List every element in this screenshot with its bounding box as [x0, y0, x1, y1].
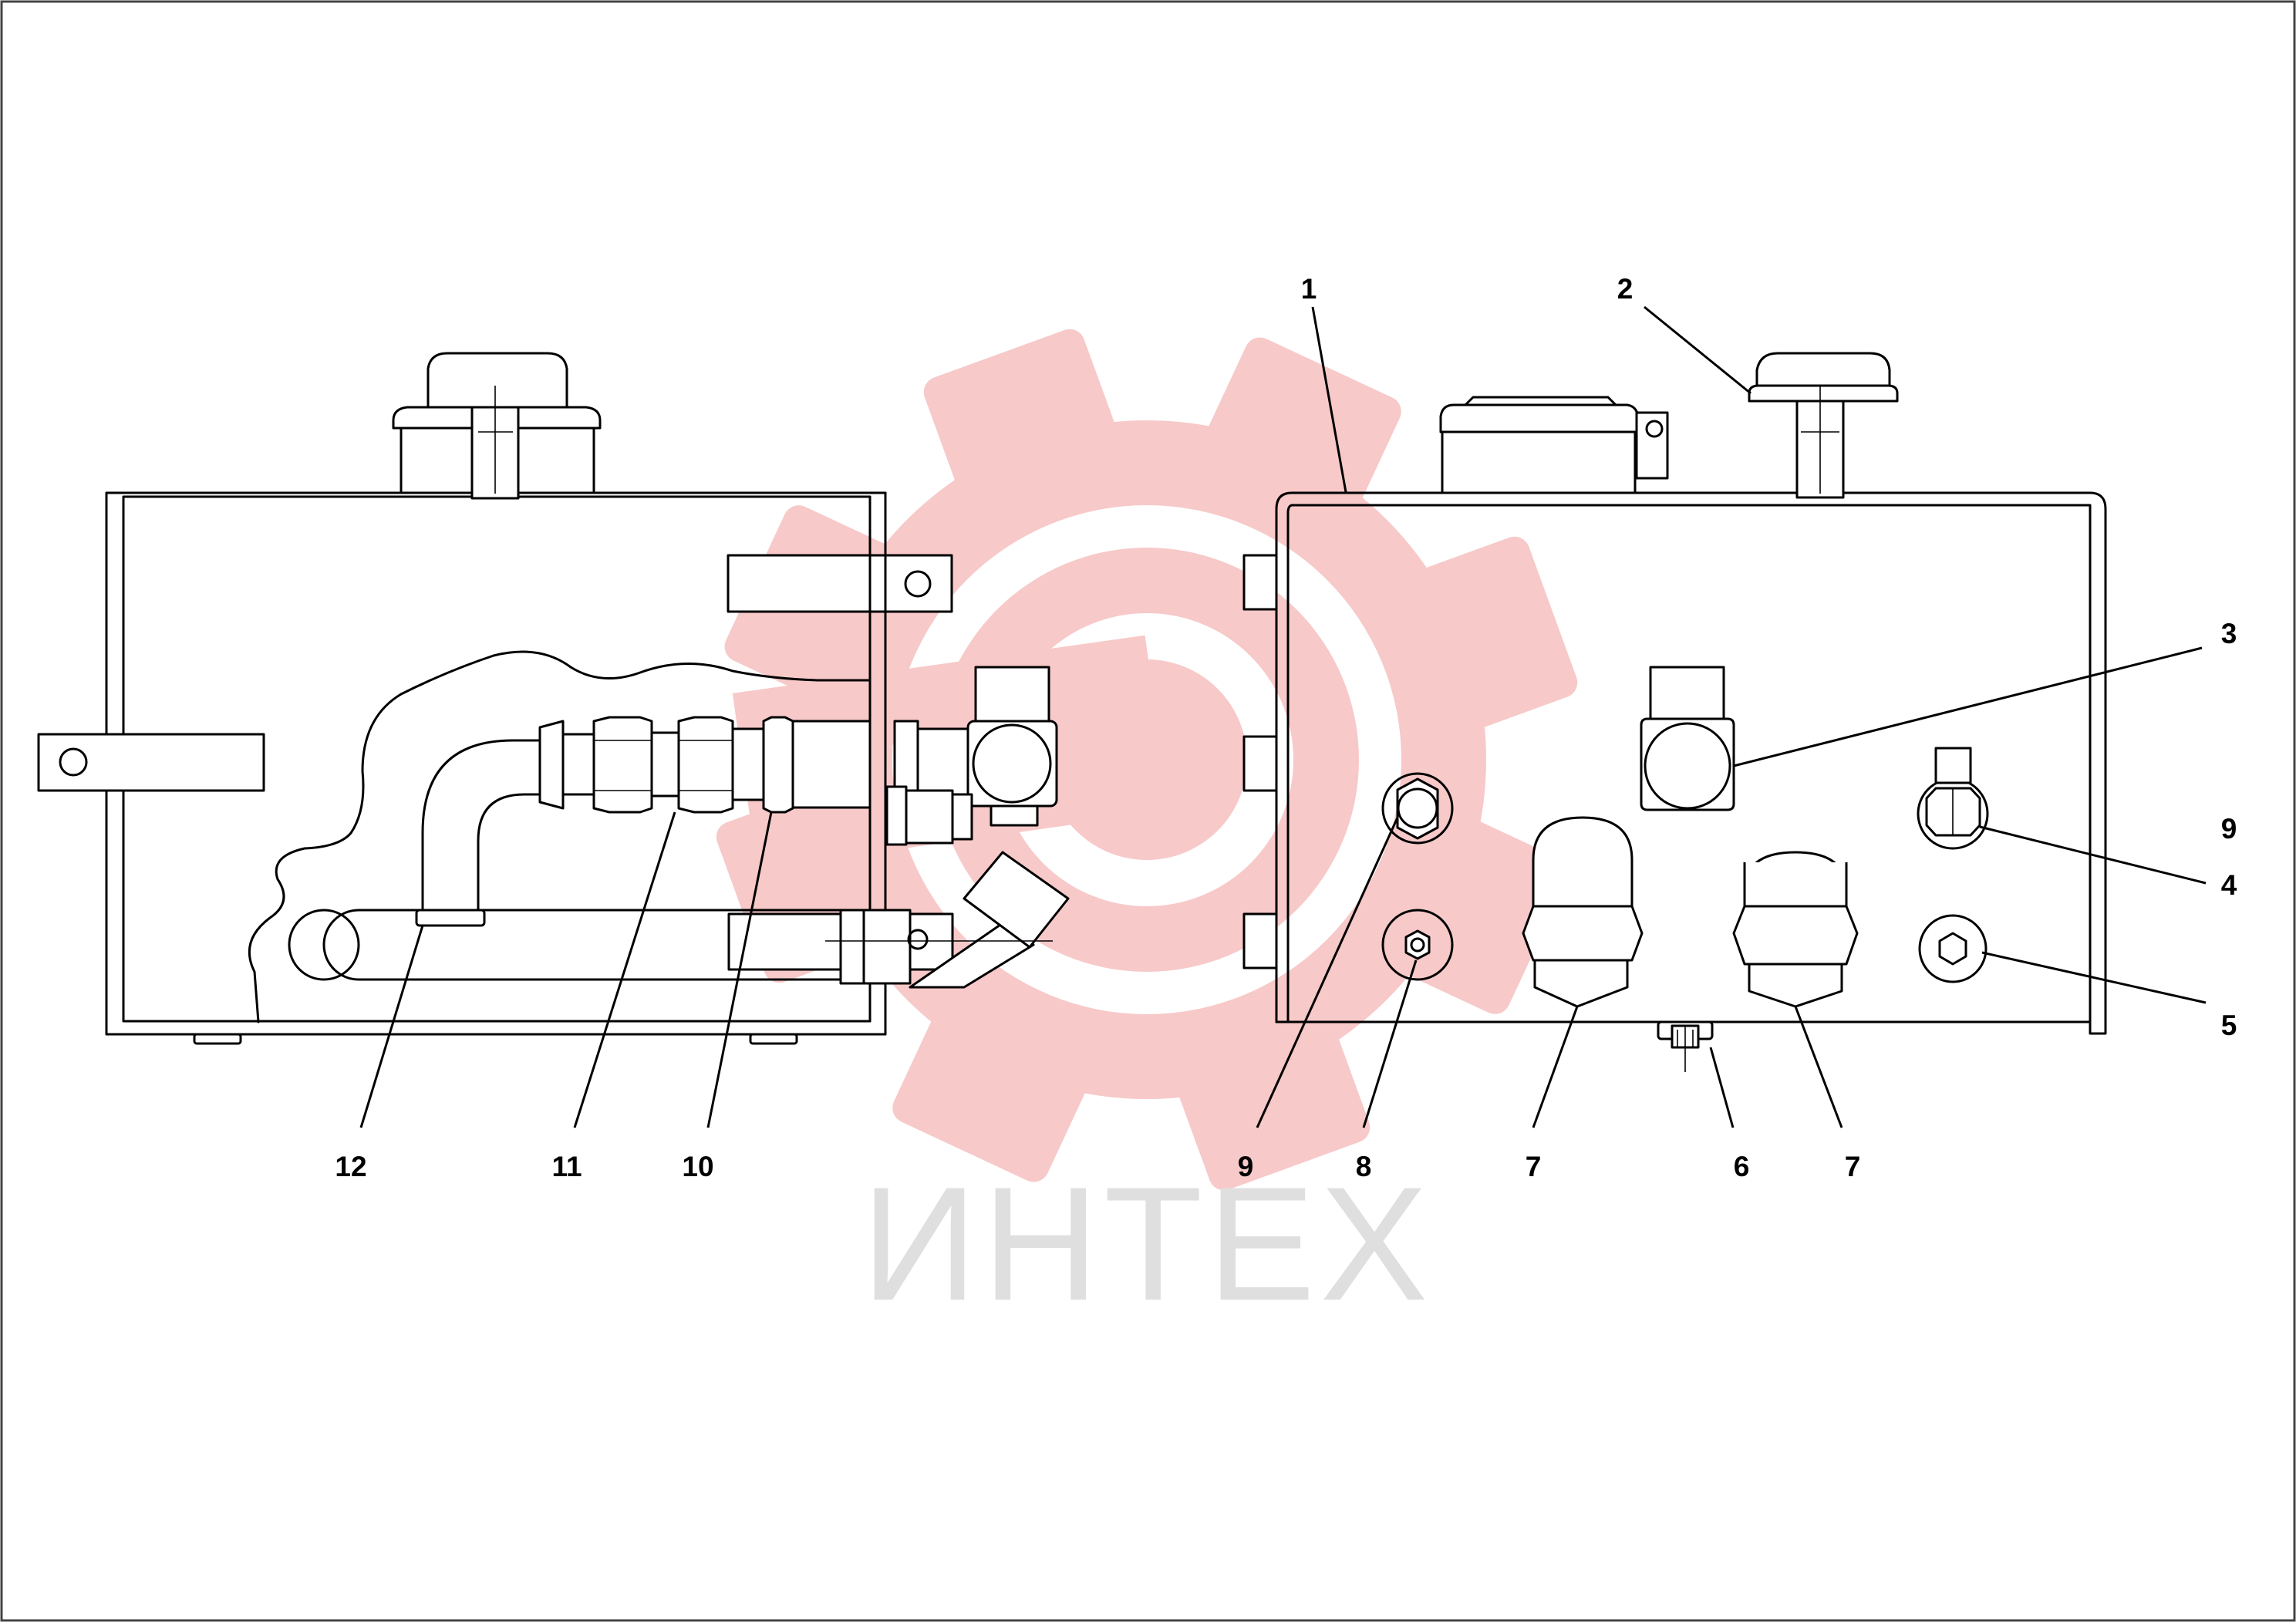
callout-7-left: 7 [1526, 1151, 1542, 1182]
leader-lines [359, 305, 2207, 1128]
fitting-chain [538, 716, 872, 814]
callout-10: 10 [682, 1151, 713, 1182]
fitting-7-right [1732, 851, 1859, 1008]
filter-housing-top [1439, 396, 1669, 494]
elbow-valve-left-view [885, 666, 1058, 846]
callout-5: 5 [2221, 1010, 2237, 1041]
callout-9-bottom: 9 [1238, 1151, 1254, 1182]
callout-3: 3 [2221, 618, 2237, 649]
callout-7-right: 7 [1845, 1151, 1861, 1182]
mounting-bracket-top [727, 554, 953, 613]
elbow-valve-3 [1640, 666, 1735, 811]
left-view-tank [37, 352, 1070, 1045]
callout-11: 11 [551, 1151, 582, 1182]
filler-cap-left [392, 352, 602, 500]
right-view-tank [1242, 352, 2107, 1072]
callout-6: 6 [1734, 1151, 1750, 1182]
drain-valve-left-view [727, 851, 1070, 989]
mounting-bracket-left [37, 733, 265, 792]
drain-plug-6 [1657, 1020, 1714, 1072]
callout-8: 8 [1356, 1151, 1372, 1182]
plug-9-left [1381, 772, 1454, 845]
filler-cap-right [1748, 352, 1899, 499]
plug-5 [1918, 914, 1988, 983]
callout-2: 2 [1617, 273, 1633, 305]
suction-pipe [288, 739, 896, 981]
plug-8 [1381, 909, 1454, 981]
watermark-text: ИНТЕХ [861, 1153, 1432, 1334]
breather-4 [1917, 747, 1989, 850]
callout-9-right: 9 [2221, 813, 2237, 845]
callout-4: 4 [2221, 869, 2237, 901]
callout-labels: 1 2 3 9 4 5 12 11 10 9 8 7 6 7 [335, 273, 2237, 1182]
callout-1: 1 [1301, 273, 1317, 305]
fitting-7-left [1522, 816, 1644, 1008]
callout-12: 12 [335, 1151, 366, 1182]
